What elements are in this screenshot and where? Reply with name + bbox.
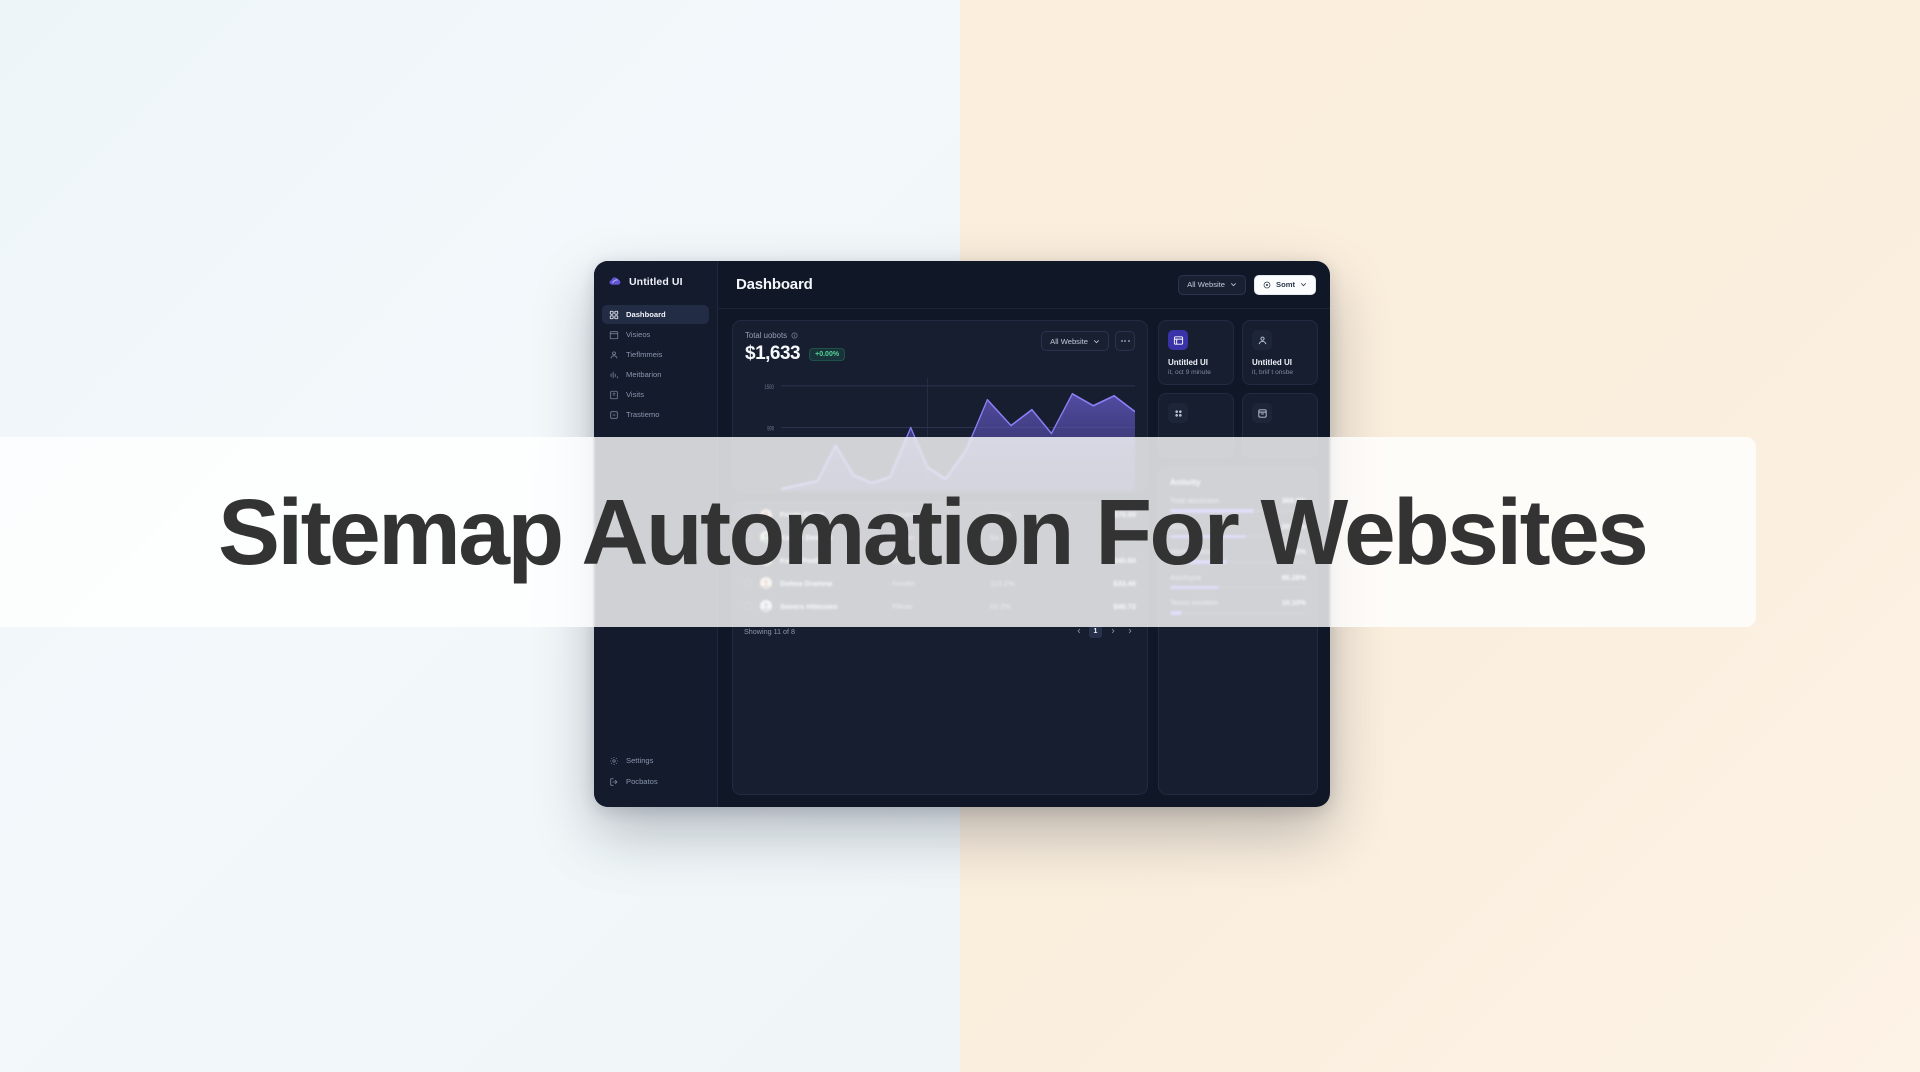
metric-actions: All Website — [1041, 331, 1135, 351]
metric-website-filter[interactable]: All Website — [1041, 331, 1109, 351]
tile-card-2[interactable]: Untitled UI it, briif t onsbe — [1242, 320, 1318, 385]
metric-header: Total uobots $1,633 +0.00% — [745, 331, 1135, 365]
page-button-1[interactable]: 1 — [1089, 624, 1102, 638]
metric-filter-label: All Website — [1050, 336, 1088, 346]
pagination: 1 — [1072, 624, 1136, 638]
metric-label: Total uobots — [745, 331, 788, 340]
tile-title: Untitled UI — [1168, 358, 1208, 367]
sidebar-item-label: Trastiemo — [626, 410, 660, 419]
metric-value: $1,633 — [745, 343, 801, 364]
showing-count-label: Showing 11 of 8 — [744, 626, 796, 636]
more-horizontal-icon[interactable] — [1115, 331, 1135, 351]
page-headline: Sitemap Automation For Websites — [218, 479, 1649, 584]
sidebar-item-visieos[interactable]: Visieos — [602, 325, 709, 344]
sidebar-item-pocbatos[interactable]: Pocbatos — [602, 772, 709, 791]
topbar: Dashboard All Website Somt — [718, 261, 1330, 309]
sidebar-item-label: Settings — [626, 756, 654, 765]
metric-value-row: $1,633 +0.00% — [745, 343, 846, 365]
sidebar-item-label: Dashboard — [626, 310, 666, 319]
sidebar-item-settings[interactable]: Settings — [602, 751, 709, 770]
sidebar-bottom-nav: Settings Pocbatos — [594, 751, 717, 791]
y-axis-tick-1500: 1500 — [765, 384, 774, 391]
file-icon — [609, 390, 619, 400]
y-axis-tick-900: 900 — [767, 426, 774, 433]
note-icon — [609, 410, 619, 420]
logout-icon — [609, 777, 619, 787]
table-footer: Showing 11 of 8 1 — [733, 618, 1147, 644]
layout-icon — [1168, 330, 1188, 350]
sidebar-item-label: Pocbatos — [626, 777, 658, 786]
tile-subtitle: it, oct 9 minute — [1168, 369, 1211, 376]
metric-delta-badge: +0.00% — [809, 347, 846, 361]
chevron-right-icon[interactable] — [1106, 625, 1119, 638]
sort-action-button[interactable]: Somt — [1254, 274, 1316, 295]
brand-name: Untitled UI — [629, 276, 683, 288]
sidebar-item-label: Meitbarion — [626, 370, 662, 379]
info-icon[interactable] — [791, 332, 798, 339]
website-filter-label: All Website — [1187, 280, 1226, 289]
chevron-right-last-icon[interactable] — [1123, 625, 1136, 638]
target-icon — [1263, 281, 1271, 289]
sidebar-item-label: Tieflmmeis — [626, 350, 663, 359]
page-title: Dashboard — [736, 276, 813, 293]
user-icon — [1252, 330, 1272, 350]
website-filter-dropdown[interactable]: All Website — [1178, 274, 1247, 295]
topbar-actions: All Website Somt — [1178, 274, 1316, 295]
brand: Untitled UI — [594, 275, 717, 305]
headline-overlay-band: Sitemap Automation For Websites — [0, 437, 1756, 627]
cloud-swirl-logo-icon — [608, 275, 622, 289]
sidebar-nav: Dashboard Visieos — [594, 305, 717, 424]
tile-subtitle: it, briif t onsbe — [1252, 369, 1294, 376]
chevron-left-icon[interactable] — [1072, 625, 1085, 638]
grid-icon — [609, 310, 619, 320]
sidebar-item-dashboard[interactable]: Dashboard — [602, 305, 709, 324]
bar-chart-icon — [609, 370, 619, 380]
chevron-down-icon — [1300, 281, 1307, 288]
tile-title: Untitled UI — [1252, 358, 1292, 367]
dots-grid-icon — [1168, 403, 1188, 423]
calendar-icon — [609, 330, 619, 340]
chevron-down-icon — [1230, 281, 1237, 288]
sidebar-item-label: Visieos — [626, 330, 651, 339]
metric-info-block: Total uobots $1,633 +0.00% — [745, 331, 846, 365]
archive-icon — [1252, 403, 1272, 423]
user-icon — [609, 350, 619, 360]
sidebar-item-trastiemo[interactable]: Trastiemo — [602, 405, 709, 424]
gear-icon — [609, 756, 619, 766]
chevron-down-icon — [1093, 338, 1100, 345]
sidebar-item-tieflmmeis[interactable]: Tieflmmeis — [602, 345, 709, 364]
tile-card-1[interactable]: Untitled UI it, oct 9 minute — [1158, 320, 1234, 385]
sidebar-item-label: Visits — [626, 390, 645, 399]
metric-label-row: Total uobots — [745, 331, 845, 340]
sidebar-item-meitbarion[interactable]: Meitbarion — [602, 365, 709, 384]
sidebar-item-visits[interactable]: Visits — [602, 385, 709, 404]
sort-action-label: Somt — [1276, 280, 1295, 289]
